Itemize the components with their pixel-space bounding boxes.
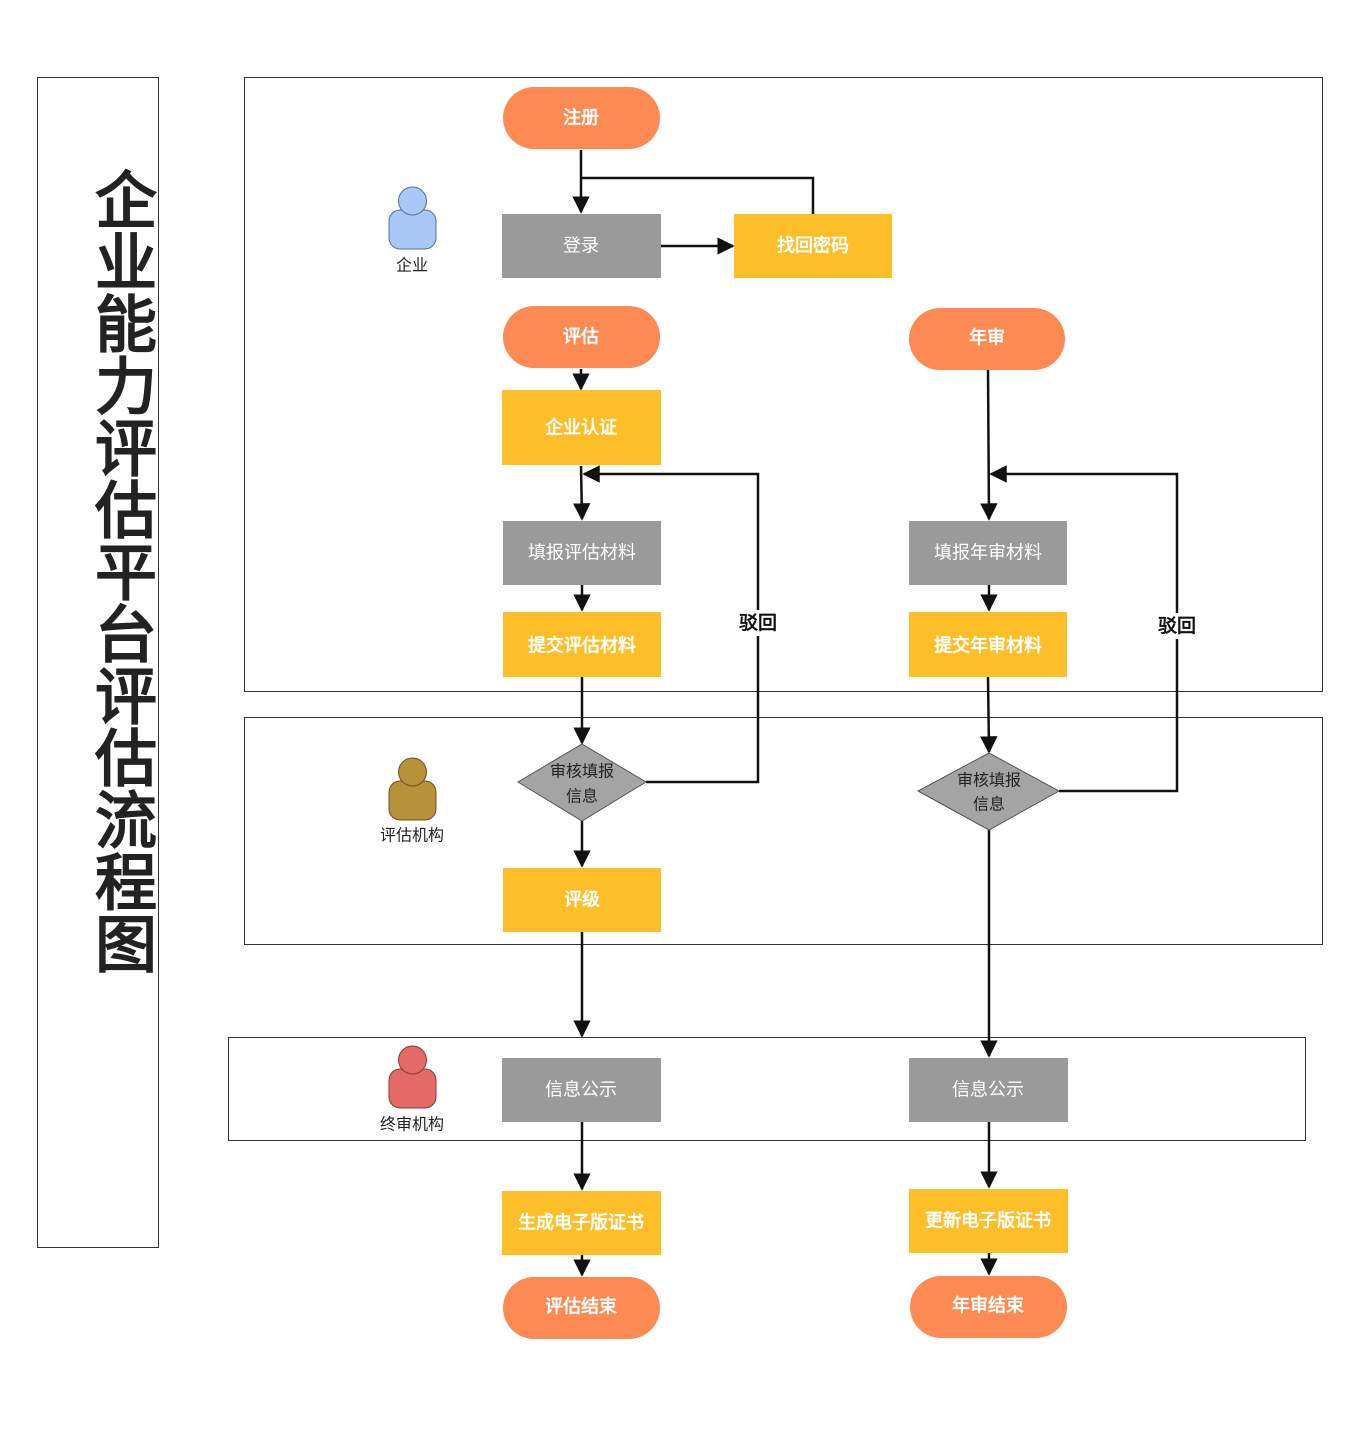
eval-end-terminal[interactable] <box>503 1277 660 1339</box>
annual-end-label: 年审结束 <box>952 1295 1025 1317</box>
login-process[interactable] <box>502 214 661 278</box>
evaluate-label: 评估 <box>563 326 599 348</box>
login-label: 登录 <box>563 236 599 257</box>
review-eval-label-line1: 审核填报 <box>550 762 614 781</box>
person-icon <box>388 1045 437 1109</box>
fill-annual-process[interactable] <box>909 521 1067 585</box>
fill-eval-label: 填报评估材料 <box>528 543 636 564</box>
submit-annual-label: 提交年审材料 <box>934 635 1042 657</box>
review-annual-label-line2: 信息 <box>973 795 1005 814</box>
lane-evaluation-agency <box>244 717 1323 945</box>
evaluate-terminal[interactable] <box>503 306 660 368</box>
role-label-evaluation-agency: 评估机构 <box>380 826 444 845</box>
title-panel: 企业能力评估平台评估流程图 <box>37 77 159 1248</box>
lane-enterprise <box>244 77 1323 692</box>
review-annual-decision[interactable] <box>916 752 1061 831</box>
review-eval-decision[interactable] <box>517 743 647 822</box>
review-eval-label-line2: 信息 <box>566 787 598 806</box>
publish-annual-label: 信息公示 <box>952 1080 1024 1101</box>
role-label-final-review-agency: 终审机构 <box>380 1115 444 1134</box>
edge-submit-review-annual <box>980 676 998 754</box>
lane-final-review-agency <box>228 1037 1306 1141</box>
review-annual-label-line1: 审核填报 <box>957 771 1021 790</box>
reject-label-annual: 驳回 <box>1158 615 1196 637</box>
rating-label: 评级 <box>564 889 601 911</box>
enterprise-cert-label: 企业认证 <box>544 417 617 439</box>
register-terminal[interactable] <box>503 87 660 149</box>
update-cert-process[interactable] <box>909 1189 1068 1253</box>
annual-end-terminal[interactable] <box>910 1276 1067 1338</box>
recover-password-process[interactable] <box>734 214 892 278</box>
publish-eval-process[interactable] <box>502 1058 661 1122</box>
publish-eval-label: 信息公示 <box>545 1080 617 1101</box>
person-icon <box>388 186 437 250</box>
annual-label: 年审 <box>969 327 1005 349</box>
register-label: 注册 <box>563 107 599 129</box>
update-cert-label: 更新电子版证书 <box>925 1210 1051 1232</box>
recover-password-label: 找回密码 <box>777 235 849 257</box>
page-title: 企业能力评估平台评估流程图 <box>84 168 157 974</box>
publish-annual-process[interactable] <box>909 1058 1068 1122</box>
edge-annual-fill <box>980 369 998 521</box>
gen-cert-label: 生成电子版证书 <box>518 1212 644 1234</box>
reject-label-eval: 驳回 <box>739 612 777 634</box>
eval-end-label: 评估结束 <box>545 1296 618 1318</box>
edge-register-recover <box>581 176 815 214</box>
role-label-enterprise: 企业 <box>396 256 428 275</box>
edge-cert-fill <box>572 465 591 521</box>
rating-process[interactable] <box>503 868 661 932</box>
person-icon <box>388 757 437 821</box>
submit-eval-label: 提交评估材料 <box>528 635 636 657</box>
annual-terminal[interactable] <box>909 308 1065 370</box>
fill-eval-process[interactable] <box>503 521 661 585</box>
fill-annual-label: 填报年审材料 <box>934 543 1042 564</box>
submit-annual-process[interactable] <box>909 612 1067 677</box>
gen-cert-process[interactable] <box>502 1191 661 1255</box>
enterprise-cert-process[interactable] <box>502 390 661 465</box>
submit-eval-process[interactable] <box>503 612 661 677</box>
